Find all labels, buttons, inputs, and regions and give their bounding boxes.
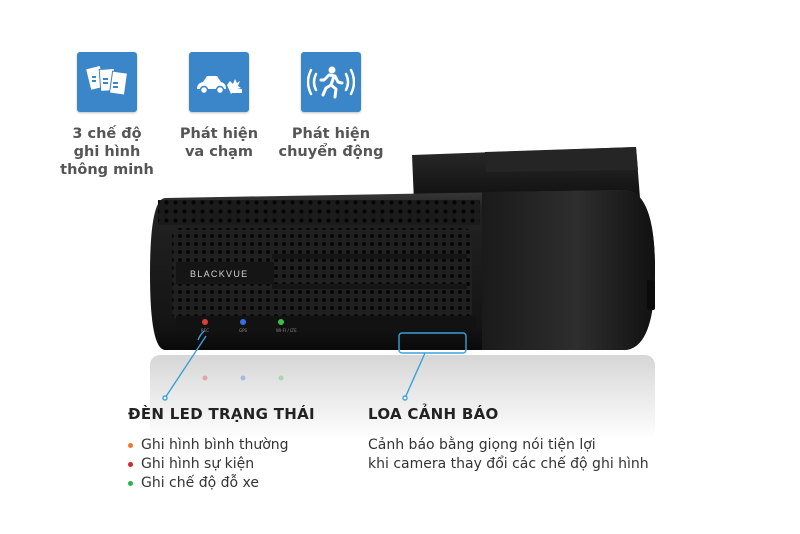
speaker-callout <box>398 332 467 401</box>
led-label-wifi-lte: WI-FI / LTE <box>276 328 297 333</box>
list-item: Ghi hình sự kiện <box>128 455 289 474</box>
camera-lens-cap <box>482 190 655 350</box>
led-callout <box>162 330 207 401</box>
front-grille <box>172 228 472 320</box>
led-rec <box>202 319 208 325</box>
speaker-section-title: LOA CẢNH BÁO <box>368 405 499 423</box>
led-gps <box>240 319 246 325</box>
led-label-gps: GPS <box>239 328 248 333</box>
led-section-title: ĐÈN LED TRẠNG THÁI <box>128 405 315 423</box>
feature-caption-smart-recording: 3 chế độ ghi hình thông minh <box>60 126 154 178</box>
feature-motion-detection: Phát hiện chuyển động <box>276 52 386 161</box>
feature-smart-recording: 3 chế độ ghi hình thông minh <box>52 52 162 179</box>
feature-caption-motion: Phát hiện chuyển động <box>278 126 384 160</box>
motion-detection-icon <box>301 52 361 112</box>
feature-caption-collision: Phát hiện va chạm <box>179 126 259 160</box>
green-dot-icon <box>128 481 133 486</box>
orange-dot-icon <box>128 443 133 448</box>
device-brand-logo: BLACKVUE <box>190 269 248 279</box>
smart-recording-modes-icon <box>77 52 137 112</box>
led-label-rec: REC <box>201 328 209 333</box>
speaker-description: Cảnh báo bằng giọng nói tiện lợi khi cam… <box>368 437 649 472</box>
red-dot-icon <box>128 462 133 467</box>
led-wifi-lte <box>278 319 284 325</box>
list-item: Ghi hình bình thường <box>128 436 289 455</box>
collision-detection-icon <box>189 52 249 112</box>
list-item: Ghi chế độ đỗ xe <box>128 474 289 493</box>
led-status-list: Ghi hình bình thường Ghi hình sự kiện Gh… <box>128 436 289 493</box>
feature-collision-detection: Phát hiện va chạm <box>164 52 274 161</box>
